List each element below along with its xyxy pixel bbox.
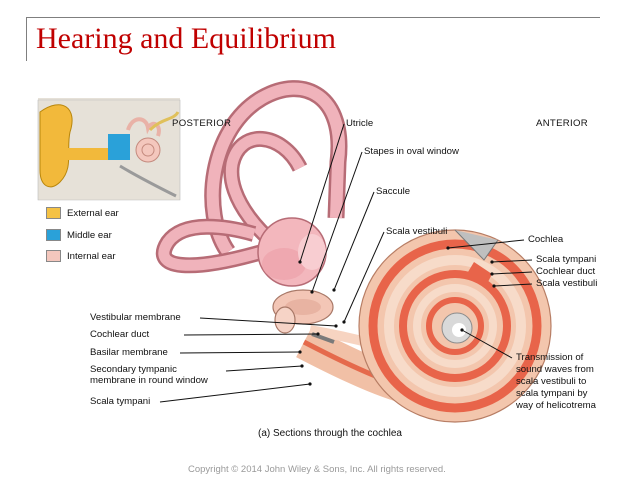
label-cochlear-duct-left: Cochlear duct (90, 329, 150, 340)
anterior-label: ANTERIOR (536, 118, 588, 129)
label-transmission-4: scala tympani by (516, 388, 588, 399)
legend-internal-ear-label: Internal ear (67, 250, 116, 262)
label-transmission-2: sound waves from (516, 364, 594, 375)
label-saccule: Saccule (376, 186, 411, 197)
legend-middle-ear: Middle ear (46, 229, 112, 241)
title-frame-top (26, 17, 600, 18)
figure-caption: (a) Sections through the cochlea (258, 428, 402, 439)
internal-ear-swatch (46, 250, 61, 262)
cochlea-spiral (358, 229, 552, 423)
leader-lines (159, 123, 533, 403)
semicircular-canals (156, 80, 348, 287)
label-utricle: Utricle (346, 118, 374, 129)
leader-dots (298, 246, 496, 386)
label-secondary-tympanic-1: Secondary tympanic (90, 364, 177, 375)
title-frame-left (26, 17, 27, 61)
label-cochlear-duct-right: Cochlear duct (536, 266, 596, 277)
label-stapes: Stapes in oval window (364, 146, 459, 157)
middle-ear-swatch (46, 229, 61, 241)
label-secondary-tympanic-2: membrane in round window (90, 375, 208, 386)
label-basilar-membrane: Basilar membrane (90, 347, 168, 358)
label-transmission-1: Transmission of (516, 352, 584, 363)
legend-external-ear-label: External ear (67, 207, 119, 219)
legend-middle-ear-label: Middle ear (67, 229, 112, 241)
slide-title: Hearing and Equilibrium (36, 22, 336, 55)
ear-inset-illustration (37, 98, 181, 201)
label-scala-tympani-left: Scala tympani (90, 396, 151, 407)
label-transmission-5: way of helicotrema (516, 400, 596, 411)
label-cochlea: Cochlea (528, 234, 564, 245)
label-scala-tympani-right: Scala tympani (536, 254, 597, 265)
posterior-label: POSTERIOR (172, 118, 232, 129)
label-scala-vestibuli-right: Scala vestibuli (536, 278, 598, 289)
legend-internal-ear: Internal ear (46, 250, 116, 262)
label-transmission-3: scala vestibuli to (516, 376, 587, 387)
stapes-bone (272, 289, 334, 334)
copyright-notice: Copyright © 2014 John Wiley & Sons, Inc.… (188, 464, 446, 475)
external-ear-swatch (46, 207, 61, 219)
label-scala-vestibuli-top: Scala vestibuli (386, 226, 448, 237)
label-vestibular-membrane: Vestibular membrane (90, 312, 181, 323)
legend-external-ear: External ear (46, 207, 119, 219)
